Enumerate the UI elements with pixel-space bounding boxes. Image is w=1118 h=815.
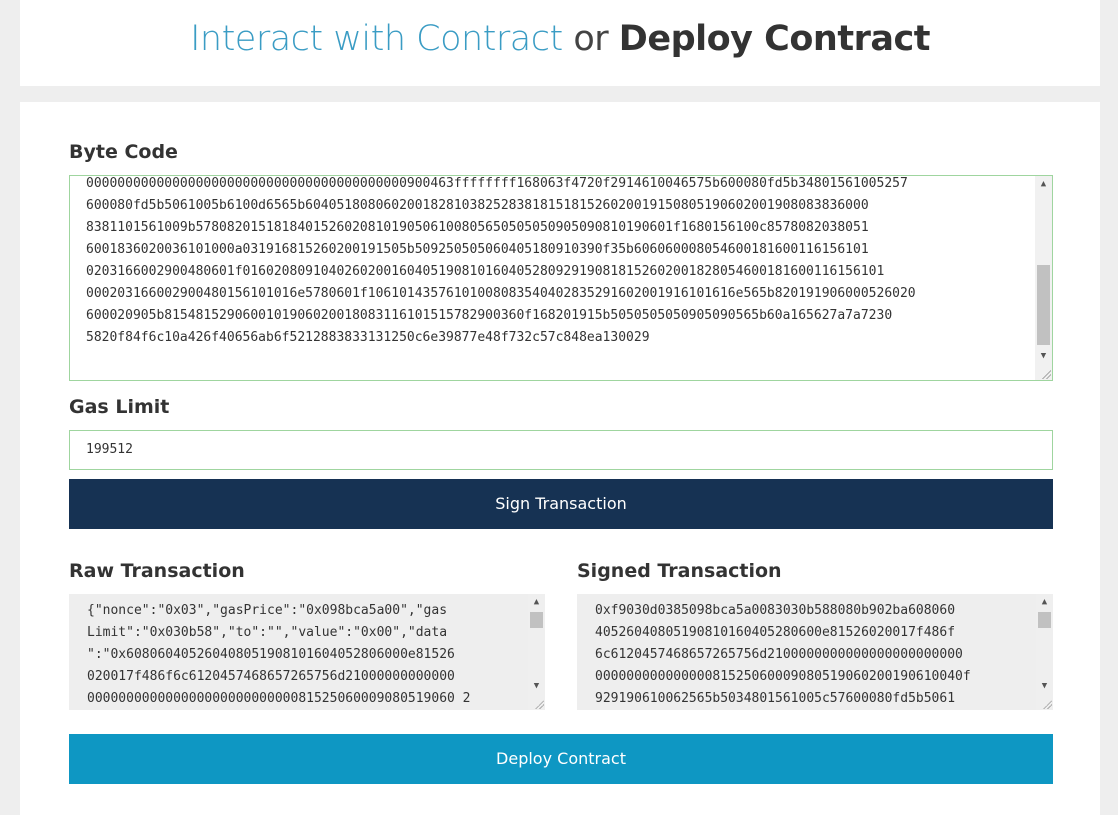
bytecode-text[interactable]: 0000000000000000000000000000000000000000… xyxy=(86,176,916,345)
signed-transaction-scrollbar[interactable]: ▲ ▼ xyxy=(1036,594,1053,710)
raw-transaction-label: Raw Transaction xyxy=(69,560,245,582)
page-title: Interact with Contract or Deploy Contrac… xyxy=(20,0,1100,78)
raw-transaction-scrollbar[interactable]: ▲ ▼ xyxy=(528,594,545,710)
bytecode-textarea[interactable]: 0000000000000000000000000000000000000000… xyxy=(69,175,1053,381)
interact-contract-link[interactable]: Interact with Contract xyxy=(190,19,563,59)
deploy-form-card: Byte Code 000000000000000000000000000000… xyxy=(20,102,1100,815)
signed-transaction-text[interactable]: 0xf9030d0385098bca5a0083030b588080b902ba… xyxy=(595,603,971,706)
title-or-text: or xyxy=(573,19,609,59)
gas-limit-label: Gas Limit xyxy=(69,396,170,418)
deploy-contract-heading: Deploy Contract xyxy=(618,19,931,59)
sign-transaction-button[interactable]: Sign Transaction xyxy=(69,479,1053,529)
scroll-up-arrow-icon[interactable]: ▲ xyxy=(1040,179,1047,189)
scroll-up-arrow-icon[interactable]: ▲ xyxy=(533,597,540,607)
signed-transaction-textarea[interactable]: 0xf9030d0385098bca5a0083030b588080b902ba… xyxy=(577,594,1053,710)
gas-limit-input[interactable]: 199512 xyxy=(69,430,1053,470)
scrollbar-thumb[interactable] xyxy=(1037,265,1050,345)
page-header: Interact with Contract or Deploy Contrac… xyxy=(20,0,1100,86)
scroll-down-arrow-icon[interactable]: ▼ xyxy=(533,681,540,691)
scroll-down-arrow-icon[interactable]: ▼ xyxy=(1040,351,1047,361)
bytecode-scrollbar[interactable]: ▲ ▼ xyxy=(1035,176,1052,380)
signed-transaction-label: Signed Transaction xyxy=(577,560,782,582)
resize-grip-icon[interactable] xyxy=(1041,369,1051,379)
resize-grip-icon[interactable] xyxy=(534,699,544,709)
raw-transaction-text[interactable]: {"nonce":"0x03","gasPrice":"0x098bca5a00… xyxy=(87,603,471,706)
bytecode-label: Byte Code xyxy=(69,141,178,163)
raw-transaction-textarea[interactable]: {"nonce":"0x03","gasPrice":"0x098bca5a00… xyxy=(69,594,545,710)
scrollbar-thumb[interactable] xyxy=(1038,612,1051,628)
scroll-down-arrow-icon[interactable]: ▼ xyxy=(1041,681,1048,691)
scrollbar-thumb[interactable] xyxy=(530,612,543,628)
scroll-up-arrow-icon[interactable]: ▲ xyxy=(1041,597,1048,607)
deploy-contract-button[interactable]: Deploy Contract xyxy=(69,734,1053,784)
resize-grip-icon[interactable] xyxy=(1042,699,1052,709)
